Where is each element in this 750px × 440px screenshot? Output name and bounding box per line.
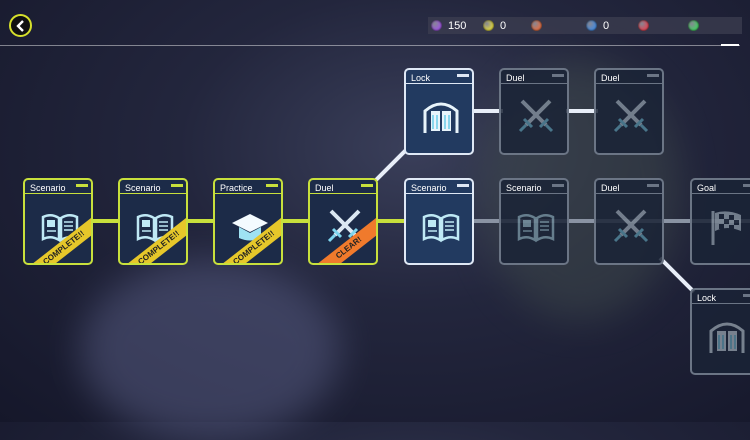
node-header-line xyxy=(120,193,186,194)
purple-gem-icon xyxy=(431,20,442,31)
node-header-line xyxy=(215,193,281,194)
node-tab xyxy=(361,184,373,187)
node-tab xyxy=(647,74,659,77)
stage-type-label: Lock xyxy=(411,73,431,83)
blue-gem-counter: 0 xyxy=(586,20,609,32)
crossed-swords-icon xyxy=(516,97,556,137)
node-header-line xyxy=(310,193,376,194)
currency-value: 0 xyxy=(603,19,610,32)
currency-value: 150 xyxy=(448,19,467,32)
stage-type-label: Lock xyxy=(697,293,717,303)
book-icon xyxy=(516,207,556,247)
node-tab xyxy=(552,74,564,77)
background-art xyxy=(80,260,340,440)
crossed-swords-icon xyxy=(611,97,651,137)
node-header-line xyxy=(406,83,472,84)
node-tab xyxy=(171,184,183,187)
gate-icon xyxy=(707,317,747,357)
red-gem-counter xyxy=(638,20,655,31)
orange-gem-icon xyxy=(531,20,542,31)
stage-node-scenario-1[interactable]: Scenario COMPLETE!! xyxy=(23,178,93,265)
back-button[interactable] xyxy=(9,14,32,37)
node-tab xyxy=(457,184,469,187)
stage-type-label: Scenario xyxy=(30,183,66,193)
stage-type-label: Goal xyxy=(697,183,717,193)
node-tab xyxy=(743,184,750,187)
checkered-flag-icon xyxy=(707,207,747,247)
red-gem-icon xyxy=(638,20,649,31)
yellow-gem-counter: 0 xyxy=(483,20,506,32)
stage-node-lock-2[interactable]: Lock xyxy=(690,288,750,375)
green-gem-counter xyxy=(688,20,705,31)
crossed-swords-icon xyxy=(611,207,651,247)
node-tab xyxy=(457,74,469,77)
chevron-left-icon xyxy=(15,19,24,32)
path-link xyxy=(470,109,503,113)
stage-type-label: Duel xyxy=(315,183,334,193)
currency-bar: 150 0 0 xyxy=(428,17,742,34)
stage-type-label: Scenario xyxy=(125,183,161,193)
node-header-line xyxy=(692,303,750,304)
orange-gem-counter xyxy=(531,20,548,31)
path-link xyxy=(566,109,598,113)
node-header-line xyxy=(25,193,91,194)
node-tab xyxy=(552,184,564,187)
green-gem-icon xyxy=(688,20,699,31)
gate-icon xyxy=(421,97,461,137)
node-tab xyxy=(266,184,278,187)
currency-value: 0 xyxy=(500,19,507,32)
node-header-line xyxy=(596,83,662,84)
page-indicator xyxy=(721,44,739,46)
node-tab xyxy=(647,184,659,187)
book-icon xyxy=(421,207,461,247)
stage-node-duel-1[interactable]: Duel CLEAR! xyxy=(308,178,378,265)
stage-node-practice-1[interactable]: Practice COMPLETE!! xyxy=(213,178,283,265)
stage-node-lock-1[interactable]: Lock xyxy=(404,68,474,155)
yellow-gem-icon xyxy=(483,20,494,31)
stage-type-label: Duel xyxy=(601,183,620,193)
crossed-swords-icon xyxy=(325,207,365,247)
node-header-line xyxy=(501,83,567,84)
stage-type-label: Duel xyxy=(506,73,525,83)
divider xyxy=(0,45,740,46)
stage-type-label: Duel xyxy=(601,73,620,83)
stage-type-label: Scenario xyxy=(411,183,447,193)
node-header-line xyxy=(692,193,750,194)
blue-gem-icon xyxy=(586,20,597,31)
stage-node-duel-3[interactable]: Duel xyxy=(594,68,664,155)
stage-node-scenario-2[interactable]: Scenario COMPLETE!! xyxy=(118,178,188,265)
stage-node-goal[interactable]: Goal xyxy=(690,178,750,265)
stage-node-duel-2[interactable]: Duel xyxy=(499,68,569,155)
node-header-line xyxy=(596,193,662,194)
purple-gem-counter: 150 xyxy=(431,20,466,32)
stage-node-scenario-3[interactable]: Scenario xyxy=(404,178,474,265)
stage-node-scenario-4[interactable]: Scenario xyxy=(499,178,569,265)
node-tab xyxy=(76,184,88,187)
stage-type-label: Scenario xyxy=(506,183,542,193)
stage-type-label: Practice xyxy=(220,183,253,193)
node-tab xyxy=(743,294,750,297)
stage-node-duel-4[interactable]: Duel xyxy=(594,178,664,265)
node-header-line xyxy=(501,193,567,194)
node-header-line xyxy=(406,193,472,194)
